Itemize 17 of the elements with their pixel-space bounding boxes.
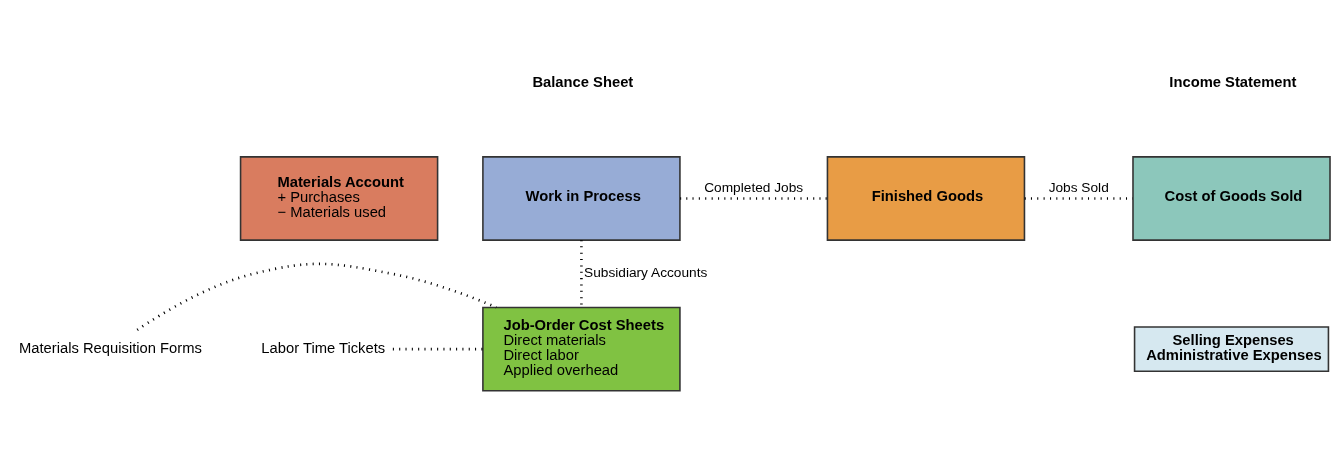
node-box: Materials Account + Purchases − Materials used [239, 156, 439, 241]
edge-label: Jobs Sold [1048, 179, 1109, 195]
connector [580, 240, 583, 308]
label: Balance Sheet [532, 74, 634, 91]
node-box: Cost of Goods Sold [1132, 156, 1331, 241]
node-text: Labor Time Tickets [261, 340, 386, 357]
connector [392, 347, 483, 351]
node-box: Work in Process [482, 156, 681, 241]
label: Income Statement [1169, 74, 1297, 91]
edge-label: Completed Jobs [704, 179, 804, 195]
connector [136, 262, 497, 331]
connector [680, 197, 828, 200]
node-box: Selling Expenses Administrative Expenses [1133, 326, 1330, 373]
node-text: Materials Requisition Forms [19, 340, 202, 357]
edge-label: Subsidiary Accounts [584, 265, 708, 281]
node-box: Finished Goods [826, 156, 1026, 241]
node-box: Job-Order Cost Sheets Direct materials Direct labor Applied overhead [482, 306, 681, 392]
